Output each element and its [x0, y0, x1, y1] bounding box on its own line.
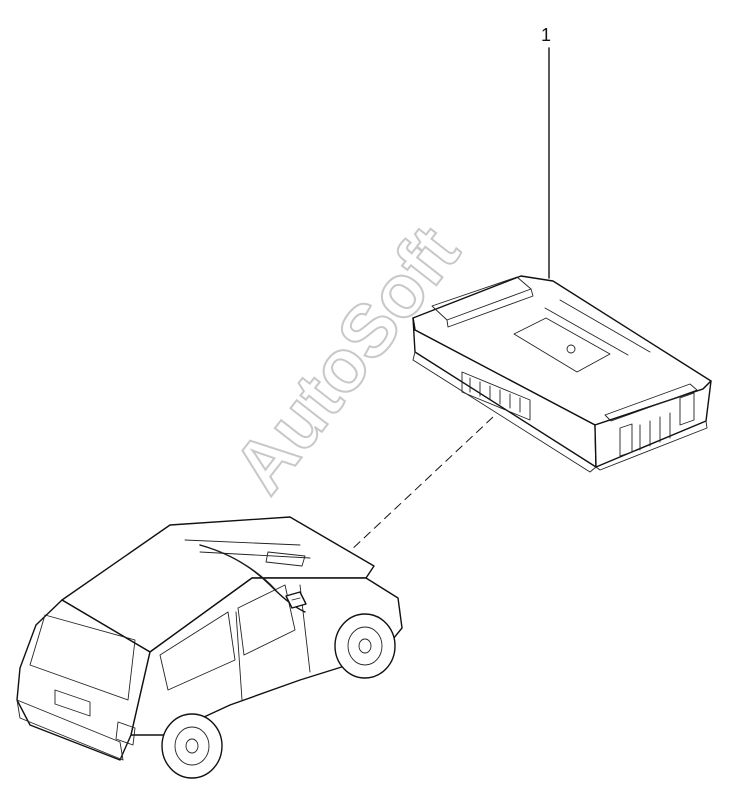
control-unit	[412, 275, 712, 473]
vehicle-side-window-front	[237, 584, 296, 656]
vehicle-side-window-rear	[159, 611, 236, 691]
control-unit-screw	[566, 344, 576, 354]
control-unit-label	[513, 317, 611, 373]
control-unit-connector	[461, 371, 531, 421]
callout-1: 1	[541, 25, 551, 279]
mounting-location	[285, 591, 307, 609]
vehicle-rear-window	[29, 614, 136, 701]
vehicle	[16, 516, 403, 779]
vehicle-rear-wheel	[161, 713, 223, 779]
vehicle-rear-bumper	[16, 699, 124, 761]
assembly-leader-line	[299, 416, 494, 599]
vehicle-license-plate	[54, 689, 91, 717]
callout-label-1: 1	[541, 25, 551, 45]
control-unit-end	[594, 380, 712, 468]
vehicle-front-wheel	[334, 613, 396, 679]
